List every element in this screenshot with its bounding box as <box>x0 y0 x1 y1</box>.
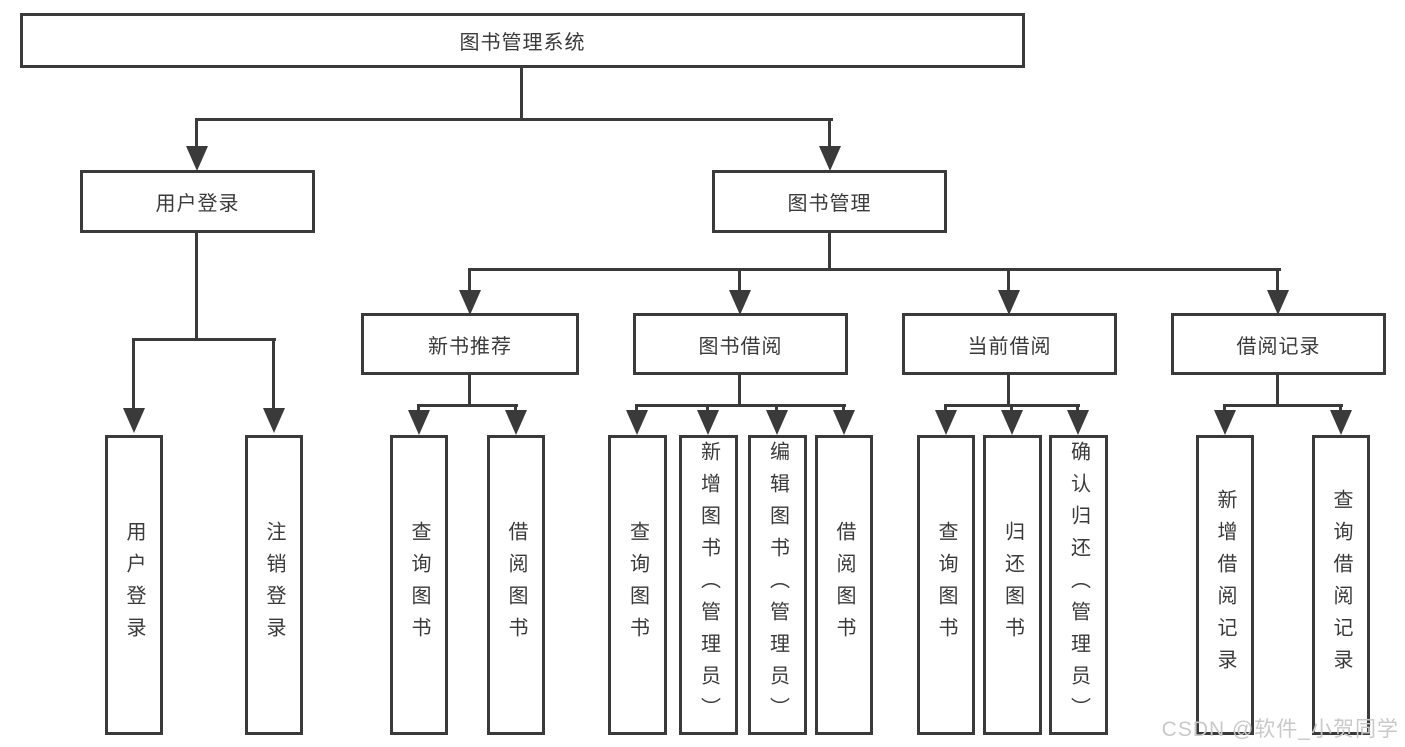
leaf-query-books-borrowing: 查询图书 <box>608 435 667 735</box>
arrowhead-down-icon <box>505 410 527 435</box>
node-book-management: 图书管理 <box>712 170 947 233</box>
arrowhead-down-icon <box>1330 410 1352 435</box>
arrowhead-down-icon <box>626 410 648 435</box>
node-new-book-recommendation-label: 新书推荐 <box>428 335 512 358</box>
connector-line <box>1007 268 1010 294</box>
leaf-confirm-return-admin-label: 确认归还（管理员） <box>1067 441 1090 729</box>
connector-line <box>842 404 845 414</box>
arrowhead-down-icon <box>186 146 208 171</box>
arrowhead-down-icon <box>729 290 751 315</box>
connector-line <box>132 338 135 412</box>
leaf-add-books-admin-label: 新增图书（管理员） <box>697 441 720 729</box>
connector-line <box>514 404 517 414</box>
connector-line <box>417 404 420 414</box>
leaf-query-books-recommend: 查询图书 <box>390 435 448 735</box>
connector-line <box>944 404 947 414</box>
connector-line <box>468 268 1281 271</box>
leaf-borrow-books-label: 借阅图书 <box>833 521 855 649</box>
leaf-add-borrow-record: 新增借阅记录 <box>1196 435 1254 735</box>
connector-line <box>738 375 741 407</box>
connector-line <box>1276 375 1279 407</box>
connector-line <box>775 404 778 414</box>
connector-line <box>635 404 638 414</box>
connector-line <box>1010 404 1013 414</box>
connector-line <box>828 118 831 150</box>
arrowhead-down-icon <box>833 410 855 435</box>
node-current-borrowing: 当前借阅 <box>902 313 1117 375</box>
connector-line <box>195 233 198 340</box>
leaf-add-books-admin: 新增图书（管理员） <box>679 435 738 735</box>
leaf-user-login: 用户登录 <box>105 435 163 735</box>
arrowhead-down-icon <box>263 408 285 433</box>
connector-line <box>468 375 471 407</box>
connector-line <box>468 268 471 294</box>
leaf-query-borrow-record-label: 查询借阅记录 <box>1330 489 1352 681</box>
connector-line <box>196 118 833 121</box>
arrowhead-down-icon <box>408 410 430 435</box>
connector-line <box>636 404 846 407</box>
csdn-watermark: CSDN @软件_小贺同学 <box>1161 718 1399 741</box>
node-book-management-label: 图书管理 <box>787 193 872 215</box>
connector-line <box>706 404 709 414</box>
leaf-edit-books-admin: 编辑图书（管理员） <box>748 435 807 735</box>
connector-line <box>272 338 275 412</box>
leaf-query-borrow-record: 查询借阅记录 <box>1312 435 1370 735</box>
node-current-borrowing-label: 当前借阅 <box>967 335 1052 358</box>
leaf-return-books-label: 归还图书 <box>1001 521 1024 649</box>
leaf-borrow-books-recommend: 借阅图书 <box>487 435 545 735</box>
connector-line <box>1339 404 1342 414</box>
leaf-borrow-books-recommend-label: 借阅图书 <box>505 521 527 649</box>
arrowhead-down-icon <box>1267 290 1289 315</box>
node-book-borrowing-label: 图书借阅 <box>698 335 783 358</box>
node-root-system: 图书管理系统 <box>20 13 1025 68</box>
leaf-query-books-borrowing-label: 查询图书 <box>626 521 649 649</box>
arrowhead-down-icon <box>998 290 1020 315</box>
node-borrowing-records: 借阅记录 <box>1171 313 1386 375</box>
connector-line <box>520 68 523 120</box>
leaf-logout-label: 注销登录 <box>263 521 285 649</box>
node-new-book-recommendation: 新书推荐 <box>361 313 579 375</box>
connector-line <box>1224 404 1343 407</box>
arrowhead-down-icon <box>697 410 719 435</box>
arrowhead-down-icon <box>1214 410 1236 435</box>
leaf-borrow-books: 借阅图书 <box>815 435 873 735</box>
arrowhead-down-icon <box>459 290 481 315</box>
arrowhead-down-icon <box>935 410 957 435</box>
leaf-logout: 注销登录 <box>245 435 303 735</box>
connector-line <box>133 338 276 341</box>
leaf-query-books-current-label: 查询图书 <box>935 521 957 649</box>
connector-line <box>1276 268 1279 294</box>
connector-line <box>1076 404 1079 414</box>
arrowhead-down-icon <box>1001 410 1023 435</box>
arrowhead-down-icon <box>123 408 145 433</box>
leaf-confirm-return-admin: 确认归还（管理员） <box>1049 435 1108 735</box>
node-book-borrowing: 图书借阅 <box>633 313 848 375</box>
leaf-edit-books-admin-label: 编辑图书（管理员） <box>766 441 789 729</box>
arrowhead-down-icon <box>1067 410 1089 435</box>
node-borrowing-records-label: 借阅记录 <box>1236 335 1321 358</box>
connector-line <box>1007 375 1010 407</box>
connector-line <box>828 233 831 270</box>
leaf-query-books-recommend-label: 查询图书 <box>408 521 430 649</box>
node-root-label: 图书管理系统 <box>459 32 586 54</box>
connector-line <box>1223 404 1226 414</box>
connector-line <box>418 404 518 407</box>
arrowhead-down-icon <box>819 146 841 171</box>
arrowhead-down-icon <box>766 410 788 435</box>
leaf-user-login-label: 用户登录 <box>123 521 145 649</box>
node-user-login: 用户登录 <box>80 170 315 233</box>
connector-line <box>195 118 198 150</box>
leaf-return-books: 归还图书 <box>983 435 1042 735</box>
leaf-add-borrow-record-label: 新增借阅记录 <box>1214 489 1236 681</box>
connector-line <box>738 268 741 294</box>
leaf-query-books-current: 查询图书 <box>917 435 975 735</box>
node-user-login-label: 用户登录 <box>155 193 240 215</box>
